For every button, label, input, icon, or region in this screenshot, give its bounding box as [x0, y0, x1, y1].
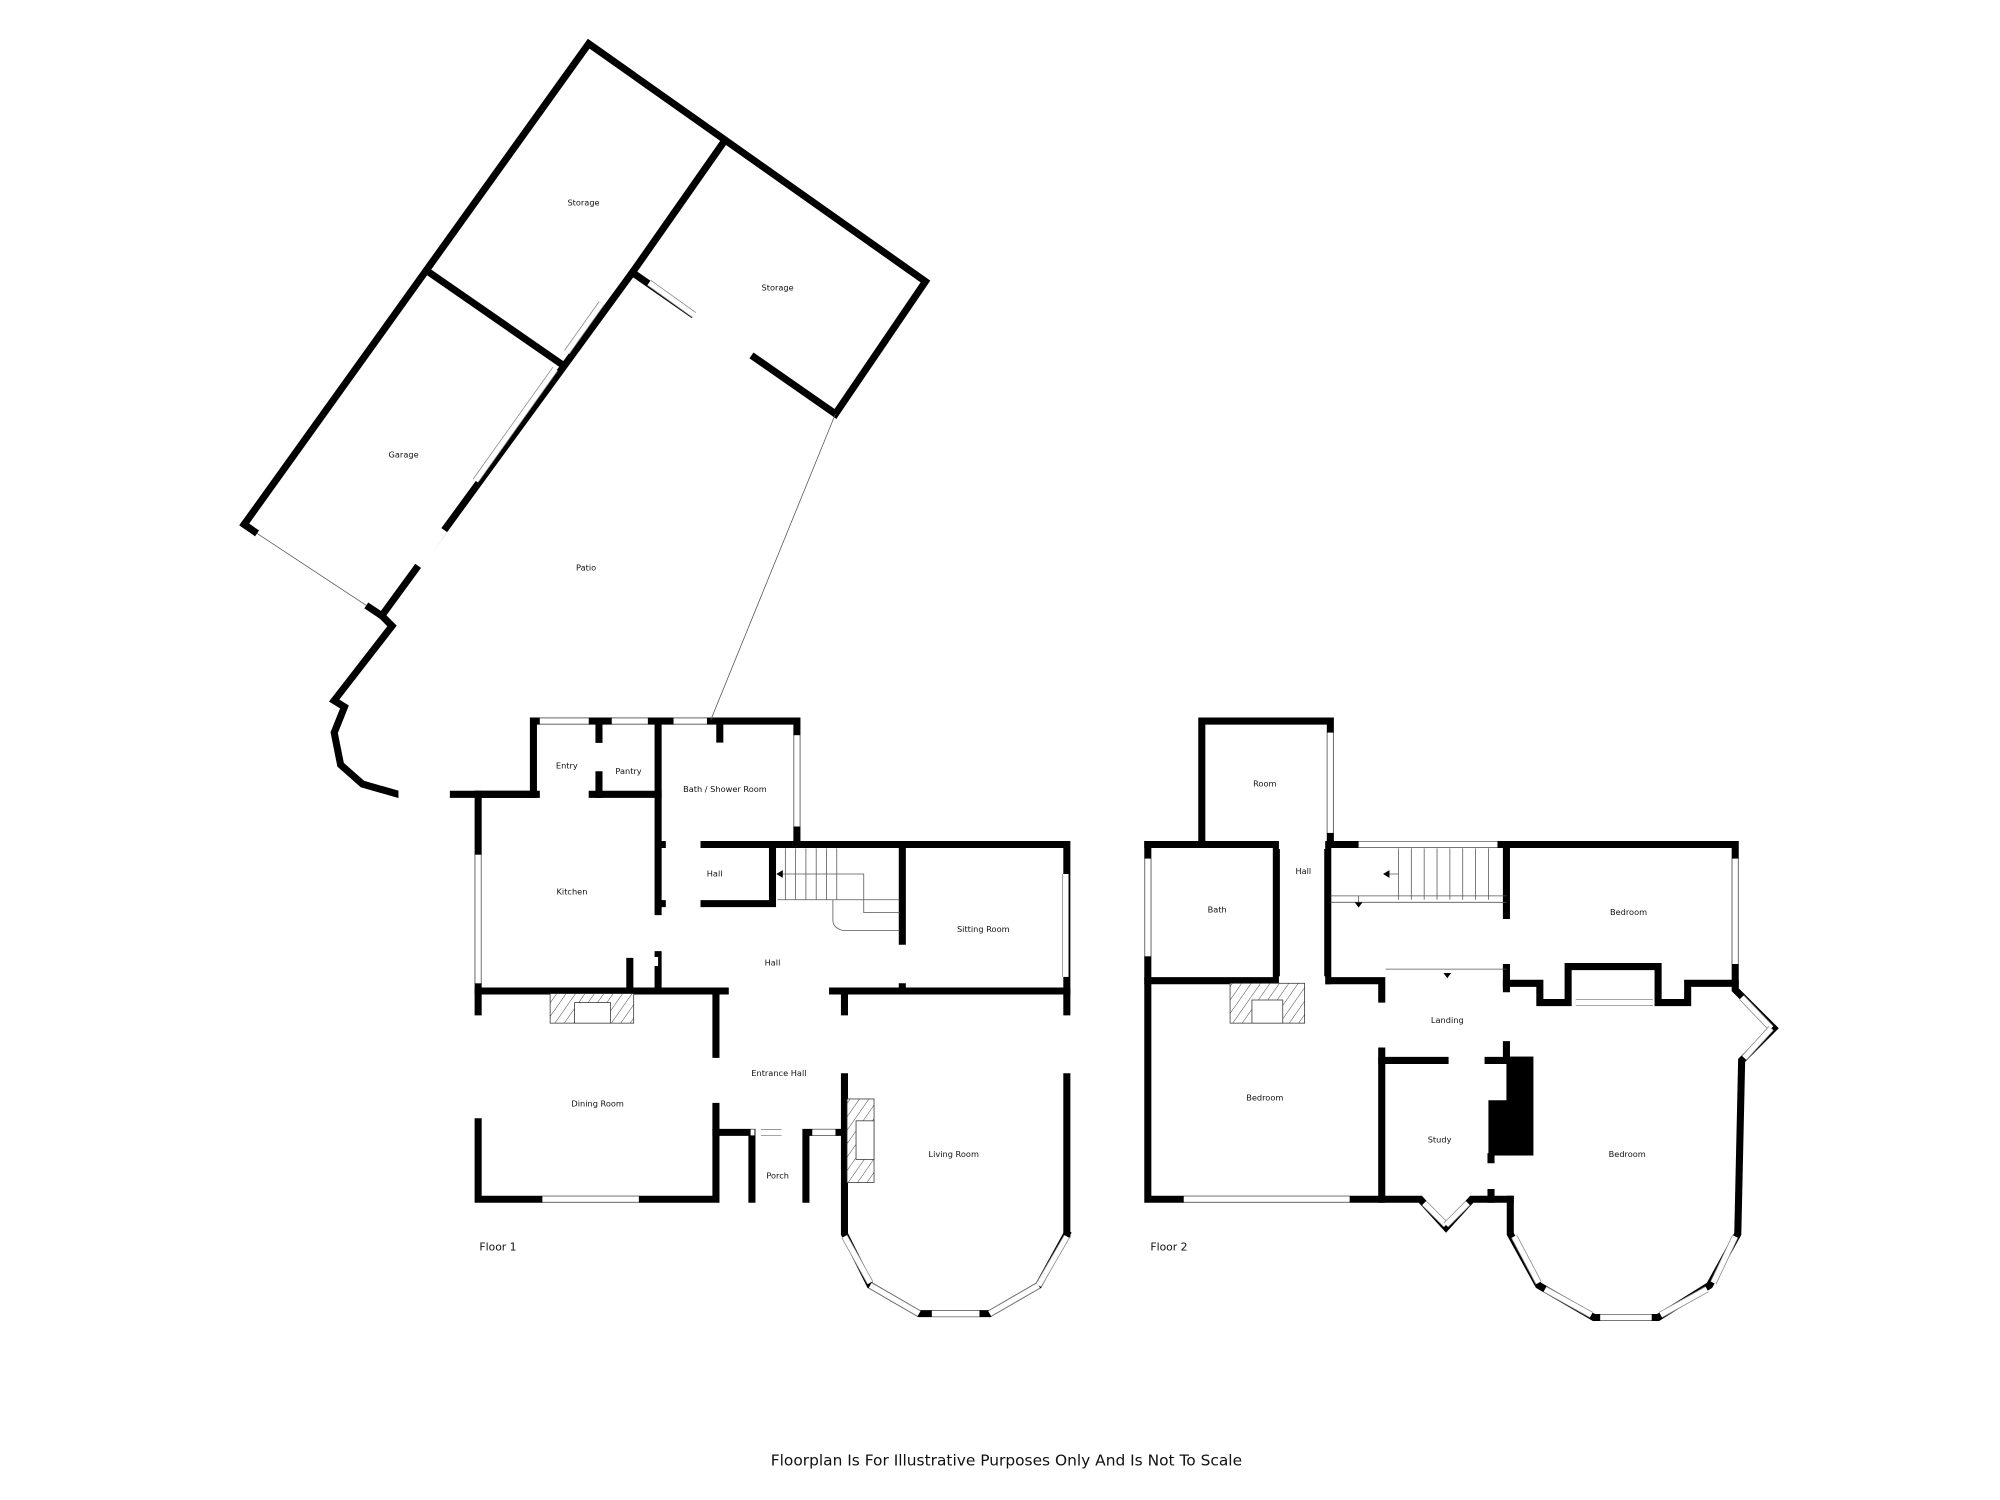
room-label-garage: Garage	[389, 450, 419, 460]
stairs	[776, 848, 1507, 979]
fixtures	[549, 413, 1534, 1183]
walls	[239, 38, 1779, 1322]
window	[1035, 1234, 1070, 1288]
windows-and-doors	[254, 280, 1774, 1321]
window	[647, 280, 697, 318]
floor2-labels: Room Hall Bath Bedroom Landing Bedroom S…	[1150, 779, 1647, 1254]
window	[1443, 1200, 1471, 1228]
doorway	[414, 526, 448, 569]
window	[564, 301, 605, 355]
outbuilding-labels: Storage Storage Garage Patio	[389, 198, 794, 573]
window	[841, 1234, 874, 1285]
room-label-storage: Storage	[567, 198, 599, 208]
room-label-bedroom: Bedroom	[1246, 1092, 1283, 1102]
floor-1-label: Floor 1	[479, 1241, 516, 1254]
room-label-hall: Hall	[765, 957, 781, 967]
window	[1659, 1286, 1709, 1318]
window	[472, 366, 558, 483]
room-label-living-room: Living Room	[929, 1149, 979, 1159]
room-label-kitchen: Kitchen	[557, 887, 588, 897]
room-label-bedroom: Bedroom	[1610, 907, 1647, 917]
room-label-entry: Entry	[556, 761, 578, 771]
window	[1543, 1286, 1593, 1318]
window	[988, 1282, 1041, 1317]
room-label-hall: Hall	[1295, 866, 1311, 876]
room-label-patio: Patio	[576, 563, 596, 573]
room-label-bath: Bath	[1208, 905, 1227, 915]
room-label-porch: Porch	[766, 1171, 789, 1181]
window	[1710, 1235, 1739, 1285]
room-label-storage: Storage	[762, 282, 794, 292]
room-label-landing: Landing	[1431, 1015, 1464, 1025]
disclaimer-footer: Floorplan Is For Illustrative Purposes O…	[771, 1451, 1242, 1469]
floor1-labels: Entry Pantry Bath / Shower Room Hall Kit…	[479, 761, 1009, 1254]
room-label-bath-shower: Bath / Shower Room	[683, 784, 767, 794]
room-label-entrance-hall: Entrance Hall	[751, 1068, 806, 1078]
room-label-sitting-room: Sitting Room	[957, 924, 1010, 934]
doorway	[691, 311, 755, 359]
window	[868, 1282, 921, 1317]
room-label-dining-room: Dining Room	[571, 1099, 624, 1109]
room-label-hall: Hall	[707, 869, 723, 879]
window	[1511, 1234, 1542, 1285]
room-label-study: Study	[1428, 1135, 1452, 1145]
room-label-bedroom: Bedroom	[1609, 1149, 1646, 1159]
window	[1421, 1200, 1449, 1228]
window	[1739, 995, 1774, 1031]
floor-2-label: Floor 2	[1150, 1241, 1187, 1254]
room-label-room: Room	[1253, 779, 1276, 789]
room-label-pantry: Pantry	[615, 766, 641, 776]
window	[1741, 1026, 1774, 1061]
